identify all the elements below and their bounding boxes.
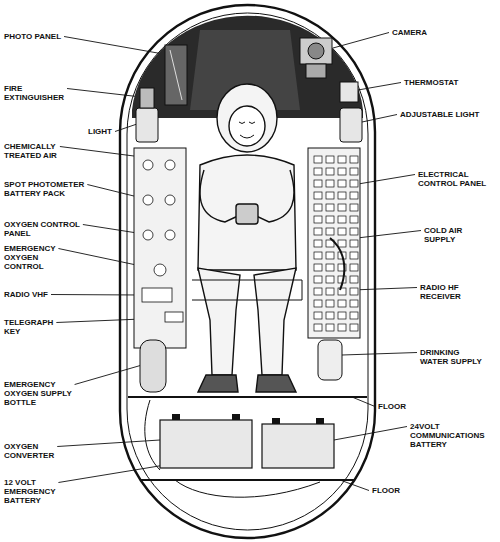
leader-line [342,353,417,356]
part-label: CHEMICALLY TREATED AIR [4,142,74,160]
part-label: ELECTRICAL CONTROL PANEL [418,170,496,188]
leader-line [334,427,407,441]
part-label: DRINKING WATER SUPPLY [420,348,490,366]
leader-line [352,288,417,291]
part-label: CAMERA [392,28,452,37]
part-label: 12 VOLT EMERGENCY BATTERY [4,478,62,505]
leader-line [115,124,137,132]
part-label: PHOTO PANEL [4,32,104,41]
part-label: SPOT PHOTOMETER BATTERY PACK [4,180,96,198]
part-label: OXYGEN CONTROL PANEL [4,220,88,238]
part-label: LIGHT [88,127,118,136]
part-label: 24VOLT COMMUNICATIONS BATTERY [410,422,492,449]
leader-line [352,397,375,407]
part-label: RADIO HF RECEIVER [420,283,480,301]
leader-line [51,294,142,296]
part-label: THERMOSTAT [404,78,484,87]
leader-line [352,175,415,186]
part-label: OXYGEN CONVERTER [4,442,64,460]
part-label: TELEGRAPH KEY [4,318,62,336]
part-label: FLOOR [378,402,418,411]
leader-line [57,440,160,447]
part-label: COLD AIR SUPPLY [424,226,484,244]
part-label: FIRE EXTINGUISHER [4,84,76,102]
part-label: RADIO VHF [4,290,64,299]
part-label: FLOOR [372,486,412,495]
part-label: EMERGENCY OXYGEN CONTROL [4,244,62,271]
part-label: EMERGENCY OXYGEN SUPPLY BOTTLE [4,380,78,407]
leader-line [75,365,142,385]
part-label: ADJUSTABLE LIGHT [400,110,496,119]
